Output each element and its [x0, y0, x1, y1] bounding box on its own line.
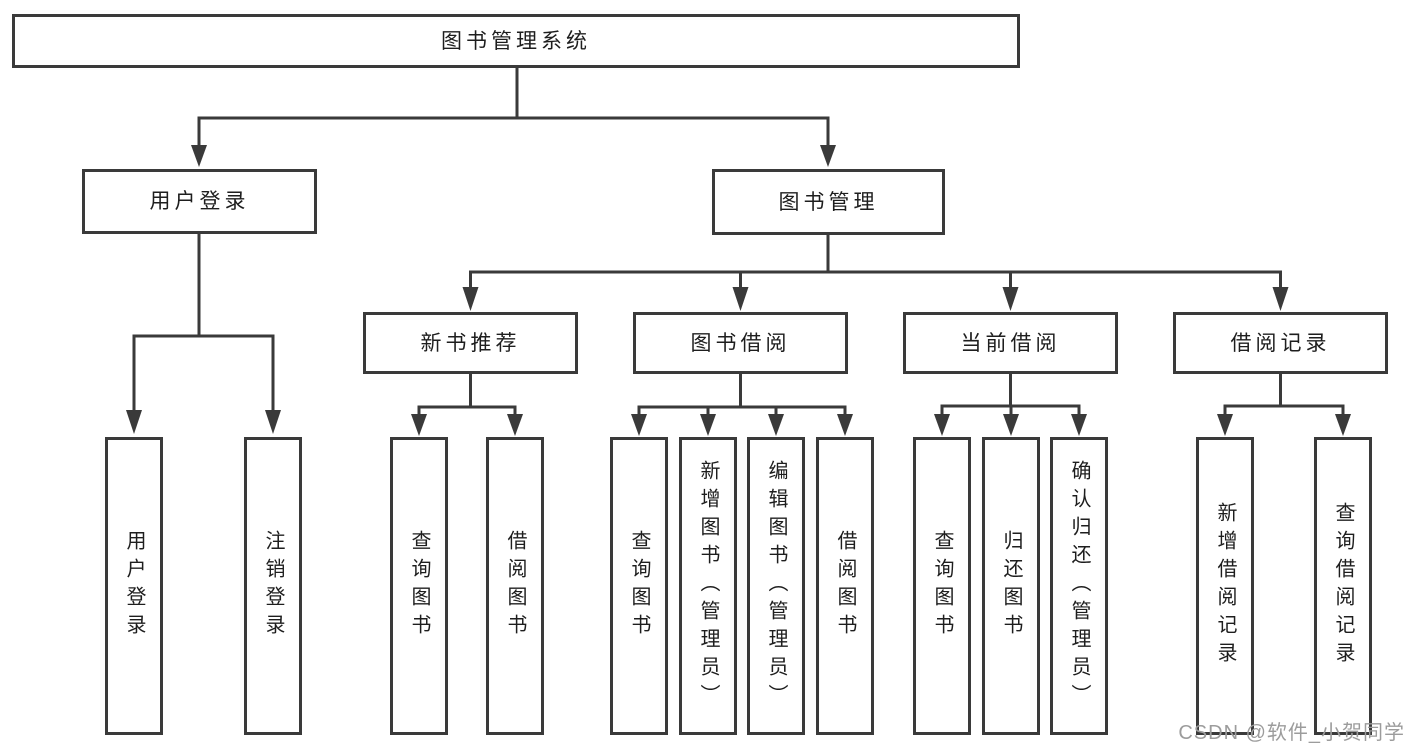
node-book-borrow-label: 图书借阅: [690, 331, 791, 355]
node-root-label: 图书管理系统: [441, 29, 591, 53]
leaf-logout-login: 注销登录: [244, 437, 302, 735]
node-current-borrow: 当前借阅: [903, 312, 1118, 374]
leaf-nb-query-books: 查询图书: [390, 437, 448, 735]
node-borrow-records: 借阅记录: [1173, 312, 1388, 374]
leaf-logout-login-label: 注销登录: [262, 530, 284, 642]
node-new-book-recommend-label: 新书推荐: [420, 331, 521, 355]
leaf-bb-edit-books-admin-label: 编辑图书（管理员）: [765, 460, 787, 712]
leaf-cb-confirm-return-admin-label: 确认归还（管理员）: [1068, 460, 1090, 712]
leaf-cb-return-books: 归还图书: [982, 437, 1040, 735]
leaf-cb-query-books: 查询图书: [913, 437, 971, 735]
node-root: 图书管理系统: [12, 14, 1020, 68]
connector-book-management-children: [462, 233, 1289, 311]
node-borrow-records-label: 借阅记录: [1230, 331, 1331, 355]
leaf-user-login: 用户登录: [105, 437, 163, 735]
connector-user-login-children: [126, 233, 281, 434]
watermark: CSDN @软件_小贺同学: [1178, 722, 1405, 744]
leaf-user-login-label: 用户登录: [123, 530, 145, 642]
connector-current-borrow-children: [934, 374, 1087, 436]
leaf-cb-query-books-label: 查询图书: [931, 530, 953, 642]
leaf-bb-edit-books-admin: 编辑图书（管理员）: [747, 437, 805, 735]
leaf-bb-query-books: 查询图书: [610, 437, 668, 735]
leaf-nb-borrow-books-label: 借阅图书: [504, 530, 526, 642]
node-book-borrow: 图书借阅: [633, 312, 848, 374]
node-book-management-label: 图书管理: [778, 190, 879, 214]
connector-book-borrow-children: [631, 374, 853, 436]
leaf-br-query-borrow-record-label: 查询借阅记录: [1332, 502, 1354, 670]
leaf-bb-add-books-admin-label: 新增图书（管理员）: [697, 460, 719, 712]
leaf-bb-borrow-books-label: 借阅图书: [834, 530, 856, 642]
node-new-book-recommend: 新书推荐: [363, 312, 578, 374]
node-user-login: 用户登录: [82, 169, 317, 234]
connector-borrow-records-children: [1217, 374, 1351, 436]
leaf-nb-query-books-label: 查询图书: [408, 530, 430, 642]
leaf-cb-return-books-label: 归还图书: [1000, 530, 1022, 642]
leaf-bb-add-books-admin: 新增图书（管理员）: [679, 437, 737, 735]
node-current-borrow-label: 当前借阅: [960, 331, 1061, 355]
node-book-management: 图书管理: [712, 169, 945, 235]
leaf-bb-query-books-label: 查询图书: [628, 530, 650, 642]
leaf-br-add-borrow-record: 新增借阅记录: [1196, 437, 1254, 735]
leaf-cb-confirm-return-admin: 确认归还（管理员）: [1050, 437, 1108, 735]
leaf-br-query-borrow-record: 查询借阅记录: [1314, 437, 1372, 735]
connector-root-to-level2: [191, 68, 836, 167]
node-user-login-label: 用户登录: [149, 190, 250, 213]
leaf-bb-borrow-books: 借阅图书: [816, 437, 874, 735]
leaf-nb-borrow-books: 借阅图书: [486, 437, 544, 735]
leaf-br-add-borrow-record-label: 新增借阅记录: [1214, 502, 1236, 670]
connector-new-book-children: [411, 374, 523, 436]
